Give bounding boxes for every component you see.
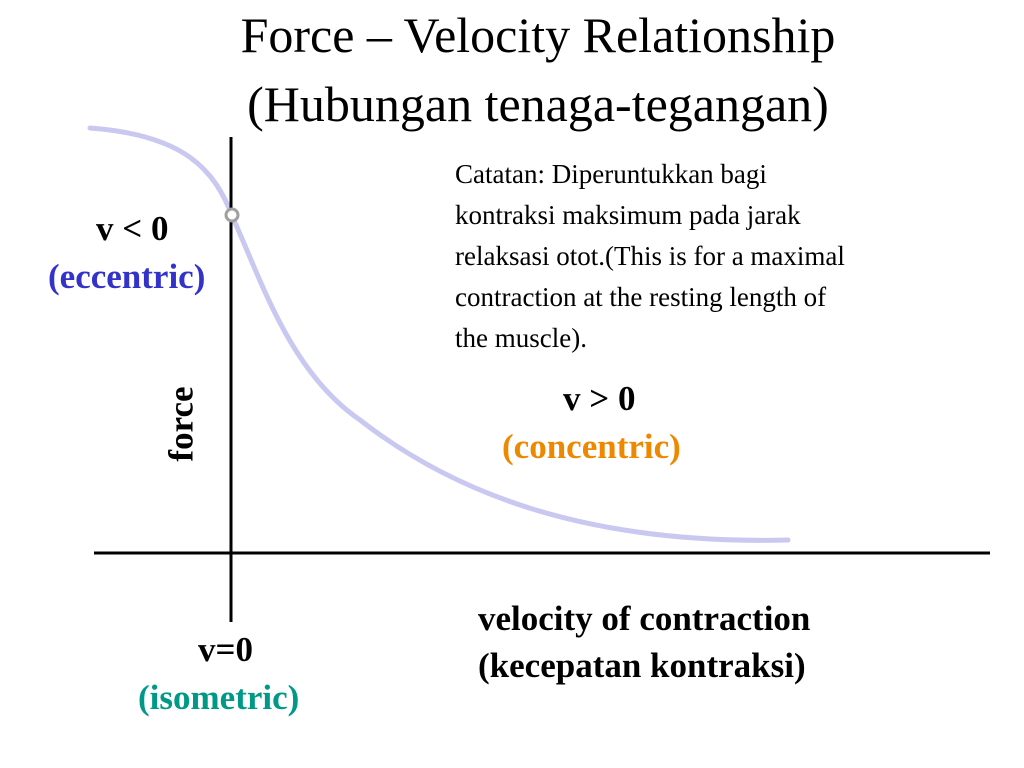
isometric-velocity-label: v=0 [198,630,253,669]
force-velocity-curve [87,125,791,543]
note-line: contraction at the resting length of [455,282,827,312]
eccentric-velocity-label: v < 0 [96,209,169,248]
x-axis-label: velocity of contraction [478,599,811,638]
y-axis-label: force [161,386,201,462]
concentric-label: (concentric) [502,427,681,466]
note-line: relaksasi otot.(This is for a maximal [455,241,845,271]
note-line: Catatan: Diperuntukkan bagi [455,159,767,189]
note-text: Catatan: Diperuntukkan bagi kontraksi ma… [455,154,975,359]
isometric-label: (isometric) [138,678,300,717]
eccentric-label: (eccentric) [48,257,206,296]
x-axis-label-translation: (kecepatan kontraksi) [478,646,806,685]
concentric-velocity-label: v > 0 [563,379,636,418]
slide-title: Force – Velocity Relationship [240,7,836,63]
note-line: kontraksi maksimum pada jarak [455,200,801,230]
isometric-point-marker [224,207,240,223]
note-line: the muscle). [455,323,587,353]
slide-subtitle: (Hubungan tenaga-tegangan) [247,76,829,132]
